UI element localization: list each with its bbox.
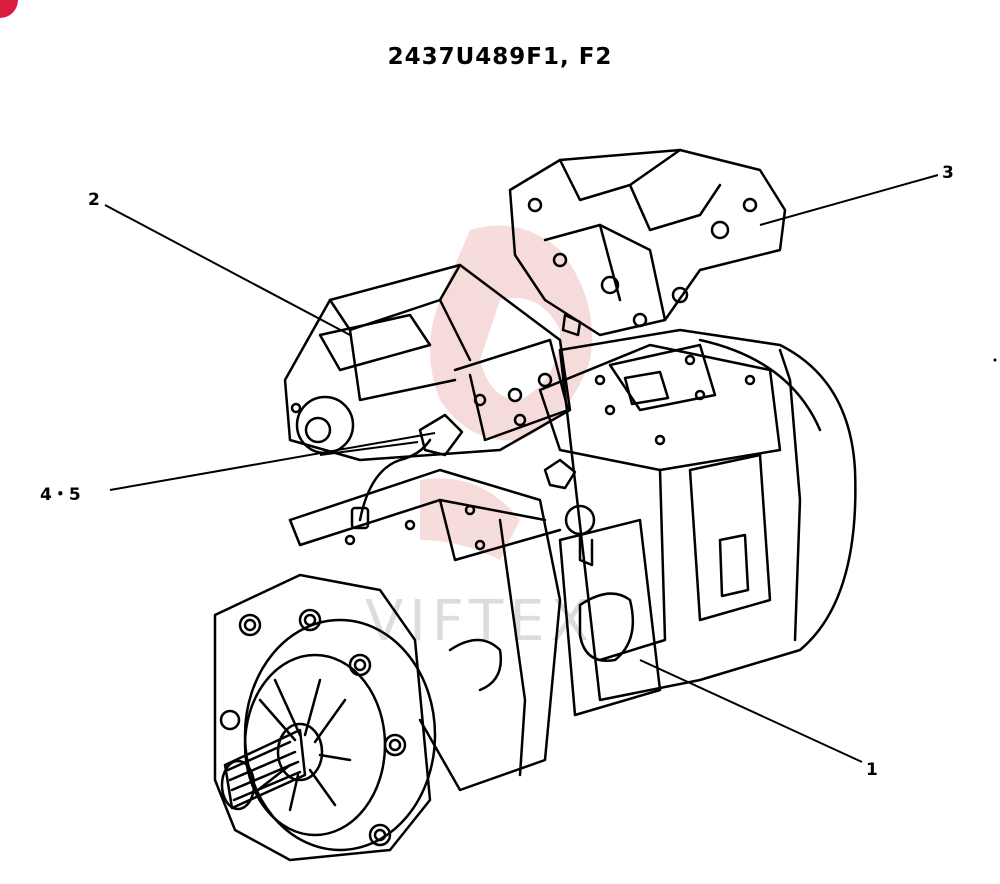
regulator-assembly [283,263,572,462]
part-number-title: 2437U489F1, F2 [387,44,613,70]
corner-badge [0,0,18,18]
leader-line-3 [759,174,939,226]
callout-2: 2 [88,190,100,210]
leader-line-2 [104,204,351,336]
main-pump-body [213,328,857,862]
callout-1: 1 [866,760,878,780]
watermark-logo [420,225,592,560]
leader-line-4-5 [109,432,436,491]
leader-line-1 [639,659,863,763]
gear-pump-assembly [508,148,787,337]
callout-3: 3 [942,163,954,183]
callout-4-5: 4・5 [40,485,81,505]
